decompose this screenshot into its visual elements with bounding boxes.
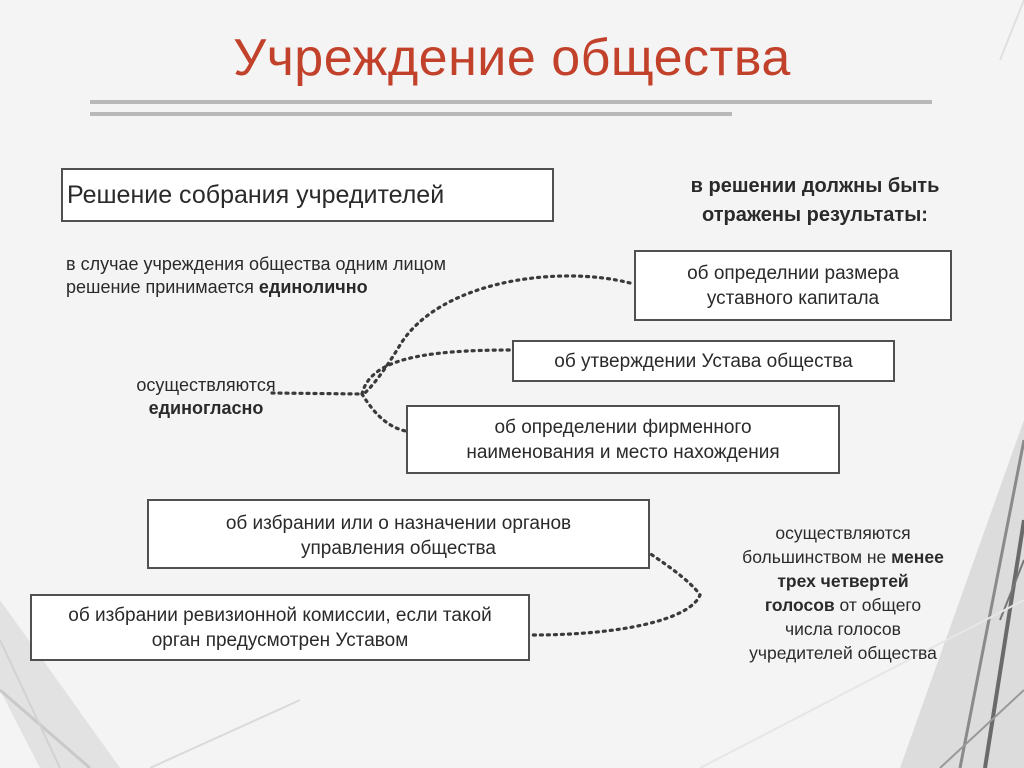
majority-line2: большинством не <box>742 547 892 567</box>
majority-line2-bold: менее <box>891 547 944 567</box>
unanimous-line1: осуществляются <box>136 375 276 395</box>
results-header: в решении должны быть отражены результат… <box>640 172 990 230</box>
title-rule-bottom <box>90 112 732 116</box>
title-rule-top <box>90 100 932 104</box>
results-header-line1: в решении должны быть <box>690 175 940 197</box>
capital-line1: об определнии размера <box>687 262 899 284</box>
unanimous-note: осуществляются единогласно <box>118 374 294 420</box>
connector-to-name <box>360 392 414 434</box>
majority-line4: от общего <box>834 595 922 615</box>
charter-box: об утверждении Устава общества <box>512 340 895 382</box>
founders-meeting-decision-label: Решение собрания учредителей <box>67 180 445 209</box>
connector-single-to-capital <box>360 274 632 397</box>
capital-box: об определнии размера уставного капитала <box>634 250 952 321</box>
majority-line1: осуществляются <box>775 523 911 543</box>
audit-commission-line1: об избрании ревизионной комиссии, если т… <box>68 604 492 626</box>
company-name-line2: наименования и место нахождения <box>466 441 780 463</box>
governing-bodies-line1: об избрании или о назначении органов <box>225 513 572 534</box>
audit-commission-line2: орган предусмотрен Уставом <box>151 629 409 651</box>
majority-line5: числа голосов <box>785 619 901 639</box>
company-name-line1: об определении фирменного <box>494 416 752 438</box>
majority-line3: трех четвертей <box>777 571 909 591</box>
governing-bodies-line2: управления общества <box>301 538 496 559</box>
charter-label: об утверждении Устава общества <box>554 350 853 372</box>
founders-meeting-decision-box: Решение собрания учредителей <box>61 168 554 222</box>
majority-line4-bold: голосов <box>764 595 835 615</box>
results-header-line2: отражены результаты: <box>702 204 928 226</box>
single-founder-line2: решение принимается <box>66 277 259 297</box>
slide-title: Учреждение общества <box>233 29 791 87</box>
connector-majority <box>530 541 702 637</box>
single-founder-bold: единолично <box>258 277 368 297</box>
company-name-box: об определении фирменного наименования и… <box>406 405 840 474</box>
unanimous-bold: единогласно <box>148 398 264 418</box>
governing-bodies-box: об избрании или о назначении органов упр… <box>147 499 650 569</box>
capital-line2: уставного капитала <box>706 287 880 309</box>
majority-line6: учредителей общества <box>749 643 937 663</box>
single-founder-note: в случае учреждения общества одним лицом… <box>66 253 566 299</box>
connector-unanimous <box>270 391 364 396</box>
connector-to-charter <box>360 348 514 396</box>
single-founder-line1: в случае учреждения общества одним лицом <box>66 254 447 274</box>
majority-note: осуществляются большинством не менее тре… <box>712 521 974 665</box>
audit-commission-box: об избрании ревизионной комиссии, если т… <box>30 594 530 661</box>
